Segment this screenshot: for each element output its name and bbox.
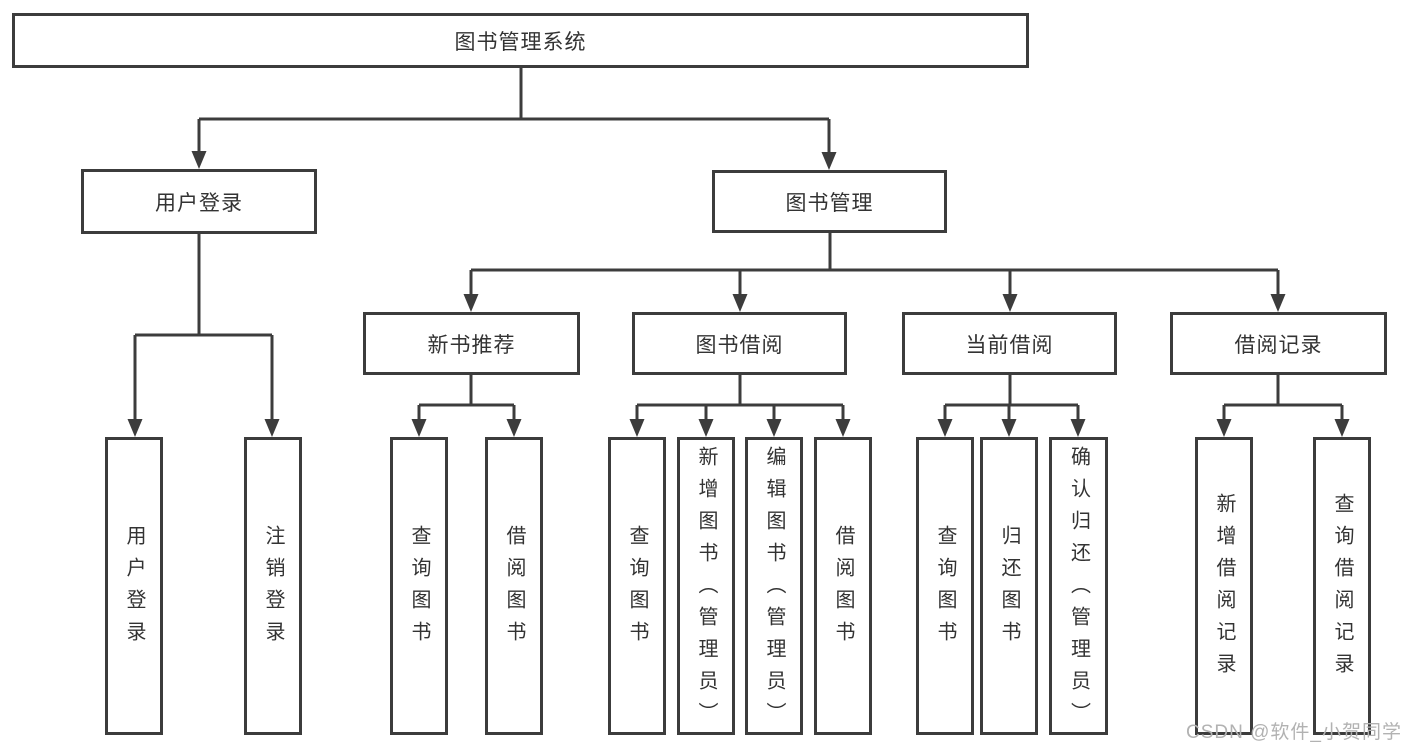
node-current-borrowing: 当前借阅 — [902, 312, 1117, 375]
leaf-add-borrow-record: 新增借阅记录 — [1195, 437, 1253, 735]
leaf-edit-books-admin: 编辑图书（管理员） — [745, 437, 803, 735]
leaf-logout-login: 注销登录 — [244, 437, 302, 735]
leaf-query-borrow-record: 查询借阅记录 — [1313, 437, 1371, 735]
node-borrowing-records: 借阅记录 — [1170, 312, 1387, 375]
node-user-login: 用户登录 — [81, 169, 317, 234]
leaf-query-books-current: 查询图书 — [916, 437, 974, 735]
leaf-borrow-books: 借阅图书 — [814, 437, 872, 735]
watermark-text: CSDN @软件_小贺同学 — [1186, 722, 1402, 743]
leaf-user-login: 用户登录 — [105, 437, 163, 735]
leaf-add-books-admin: 新增图书（管理员） — [677, 437, 735, 735]
node-book-management: 图书管理 — [712, 170, 947, 233]
leaf-borrow-books-recommend: 借阅图书 — [485, 437, 543, 735]
leaf-confirm-return-admin: 确认归还（管理员） — [1049, 437, 1108, 735]
leaf-return-books: 归还图书 — [980, 437, 1038, 735]
node-book-borrowing: 图书借阅 — [632, 312, 847, 375]
leaf-query-books-recommend: 查询图书 — [390, 437, 448, 735]
node-new-book-recommendation: 新书推荐 — [363, 312, 580, 375]
node-root: 图书管理系统 — [12, 13, 1029, 68]
leaf-query-books-borrow: 查询图书 — [608, 437, 666, 735]
